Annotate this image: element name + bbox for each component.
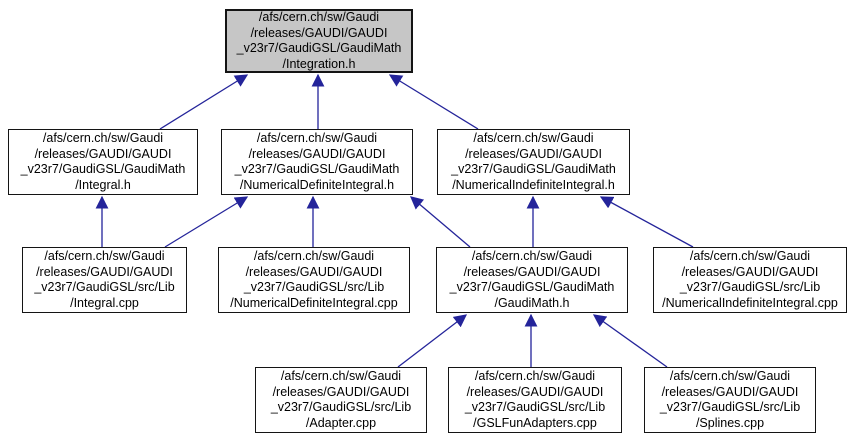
- graph-node-label: /afs/cern.ch/sw/Gaudi /releases/GAUDI/GA…: [662, 249, 838, 310]
- edge-numericalindefiniteintegral-cpp-to-numericalindefiniteintegral-h: [599, 196, 694, 248]
- graph-node-label: /afs/cern.ch/sw/Gaudi /releases/GAUDI/GA…: [230, 249, 398, 310]
- graph-node-numericaldefiniteintegral-cpp[interactable]: /afs/cern.ch/sw/Gaudi /releases/GAUDI/GA…: [218, 247, 410, 313]
- graph-node-label: /afs/cern.ch/sw/Gaudi /releases/GAUDI/GA…: [464, 369, 606, 430]
- graph-node-numericaldefiniteintegral-h[interactable]: /afs/cern.ch/sw/Gaudi /releases/GAUDI/GA…: [221, 129, 413, 195]
- graph-node-integral-h[interactable]: /afs/cern.ch/sw/Gaudi /releases/GAUDI/GA…: [8, 129, 198, 195]
- graph-node-integral-cpp[interactable]: /afs/cern.ch/sw/Gaudi /releases/GAUDI/GA…: [22, 247, 187, 313]
- graph-node-label: /afs/cern.ch/sw/Gaudi /releases/GAUDI/GA…: [659, 369, 801, 430]
- graph-node-label: /afs/cern.ch/sw/Gaudi /releases/GAUDI/GA…: [451, 131, 616, 192]
- graph-node-label: /afs/cern.ch/sw/Gaudi /releases/GAUDI/GA…: [236, 10, 402, 71]
- graph-node-integration-h: /afs/cern.ch/sw/Gaudi /releases/GAUDI/GA…: [225, 9, 413, 73]
- edge-numericalindefiniteintegral-h-to-integration-h: [388, 74, 479, 130]
- edges-group: [95, 73, 694, 368]
- graph-node-label: /afs/cern.ch/sw/Gaudi /releases/GAUDI/GA…: [449, 249, 615, 310]
- graph-node-gaudimath-h[interactable]: /afs/cern.ch/sw/Gaudi /releases/GAUDI/GA…: [436, 247, 628, 313]
- graph-node-numericalindefiniteintegral-h[interactable]: /afs/cern.ch/sw/Gaudi /releases/GAUDI/GA…: [437, 129, 630, 195]
- edge-integral-h-to-integration-h: [159, 74, 249, 130]
- graph-node-label: /afs/cern.ch/sw/Gaudi /releases/GAUDI/GA…: [20, 131, 186, 192]
- edge-splines-cpp-to-gaudimath-h: [592, 314, 668, 368]
- graph-node-label: /afs/cern.ch/sw/Gaudi /releases/GAUDI/GA…: [34, 249, 175, 310]
- edge-integral-cpp-to-numericaldefiniteintegral-h: [164, 196, 249, 248]
- graph-node-numericalindefiniteintegral-cpp[interactable]: /afs/cern.ch/sw/Gaudi /releases/GAUDI/GA…: [653, 247, 847, 313]
- graph-node-splines-cpp[interactable]: /afs/cern.ch/sw/Gaudi /releases/GAUDI/GA…: [644, 367, 816, 433]
- edge-adapter-cpp-to-gaudimath-h: [397, 314, 468, 368]
- graph-node-label: /afs/cern.ch/sw/Gaudi /releases/GAUDI/GA…: [270, 369, 412, 430]
- graph-node-label: /afs/cern.ch/sw/Gaudi /releases/GAUDI/GA…: [234, 131, 400, 192]
- edge-gaudimath-h-to-numericaldefiniteintegral-h: [410, 196, 471, 248]
- graph-node-adapter-cpp[interactable]: /afs/cern.ch/sw/Gaudi /releases/GAUDI/GA…: [255, 367, 427, 433]
- graph-node-gslfunadapters-cpp[interactable]: /afs/cern.ch/sw/Gaudi /releases/GAUDI/GA…: [448, 367, 622, 433]
